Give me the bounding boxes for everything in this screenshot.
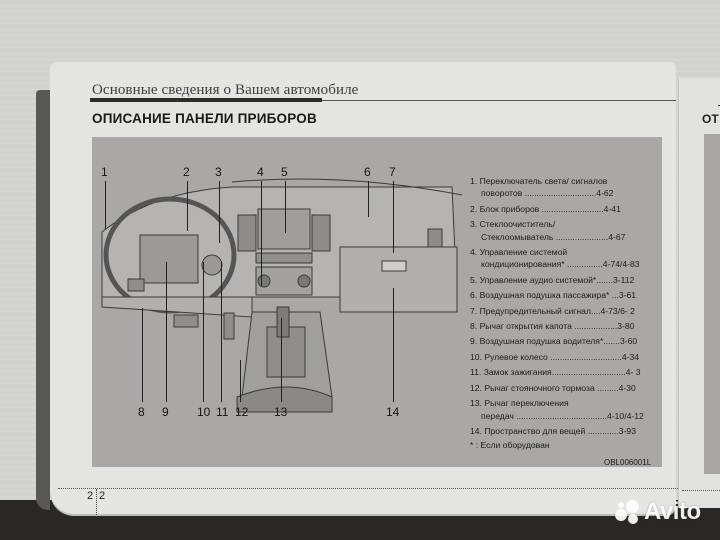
callout-11: 11 xyxy=(216,405,229,419)
avito-watermark: Avito xyxy=(615,498,701,526)
legend-item-2: 2. Блок приборов .......................… xyxy=(470,203,621,214)
leader-5 xyxy=(285,181,286,233)
callout-4: 4 xyxy=(257,165,264,179)
leader-1 xyxy=(105,181,106,229)
page-number-separator xyxy=(96,489,97,517)
callout-12: 12 xyxy=(235,405,249,419)
callout-7: 7 xyxy=(389,165,396,179)
callout-8: 8 xyxy=(138,405,145,419)
callout-13: 13 xyxy=(274,405,288,419)
leader-6 xyxy=(368,181,369,217)
right-footer-dotted-rule xyxy=(682,490,720,491)
legend-item-14: 14. Пространство для вещей .............… xyxy=(470,425,636,436)
running-head: Основные сведения о Вашем автомобиле xyxy=(92,82,359,98)
header-bar xyxy=(90,98,322,102)
callout-3: 3 xyxy=(215,165,222,179)
legend-list: 1. Переключатель света/ сигналов поворот… xyxy=(470,175,660,452)
header-rule xyxy=(322,100,676,101)
callout-6: 6 xyxy=(364,165,371,179)
legend-item-10: 10. Рулевое колесо .....................… xyxy=(470,351,640,362)
callout-9: 9 xyxy=(162,405,169,419)
page-number-chapter: 2 xyxy=(87,490,94,502)
right-page-rule xyxy=(718,105,720,106)
right-page-figure xyxy=(704,134,720,474)
callout-14: 14 xyxy=(386,405,400,419)
figure-code: OBL006001L xyxy=(604,458,652,467)
callout-2: 2 xyxy=(183,165,190,179)
leader-10 xyxy=(203,262,204,402)
avito-wordmark: Avito xyxy=(644,498,701,525)
legend-item-5: 5. Управление аудио системой*.......3-11… xyxy=(470,274,635,285)
callout-10: 10 xyxy=(197,405,211,419)
legend-item-13: 13. Рычаг переключения передач .........… xyxy=(470,398,644,421)
avito-logo-icon xyxy=(615,499,641,525)
leader-2 xyxy=(187,181,188,231)
leader-4 xyxy=(261,181,262,286)
leader-9 xyxy=(166,262,167,402)
legend-item-3: 3. Стеклоочиститель/ Стеклоомыватель ...… xyxy=(470,219,626,242)
leader-3 xyxy=(219,181,220,243)
legend-item-11: 11. Замок зажигания.....................… xyxy=(470,367,641,378)
footer-dotted-rule xyxy=(58,488,678,489)
legend-item-12: 12. Рычаг стояночного тормоза .........4… xyxy=(470,382,636,393)
legend-item-7: 7. Предупредительный сигнал....4-73/6- 2 xyxy=(470,305,635,316)
leader-14 xyxy=(393,288,394,402)
legend-item-6: 6. Воздушная подушка пассажира* ...3-61 xyxy=(470,290,637,301)
callout-5: 5 xyxy=(281,165,288,179)
legend-item-4: 4. Управление системой кондиционирования… xyxy=(470,247,640,270)
legend-item-8: 8. Рычаг открытия капота ...............… xyxy=(470,321,635,332)
section-title: ОПИСАНИЕ ПАНЕЛИ ПРИБОРОВ xyxy=(92,111,317,126)
book-spine-edge xyxy=(36,90,50,510)
leader-8 xyxy=(142,308,143,402)
legend-item-1: 1. Переключатель света/ сигналов поворот… xyxy=(470,176,614,199)
legend-item-9: 9. Воздушная подушка водителя*.......3-6… xyxy=(470,336,638,347)
right-page-title-fragment: ОТ xyxy=(702,112,719,126)
leader-12 xyxy=(240,360,241,402)
leader-11 xyxy=(221,262,222,402)
callout-1: 1 xyxy=(101,165,108,179)
leader-7 xyxy=(393,181,394,253)
page-number: 2 xyxy=(99,490,106,502)
legend-footnote: * : Если оборудован xyxy=(470,440,550,451)
leader-13 xyxy=(281,318,282,402)
